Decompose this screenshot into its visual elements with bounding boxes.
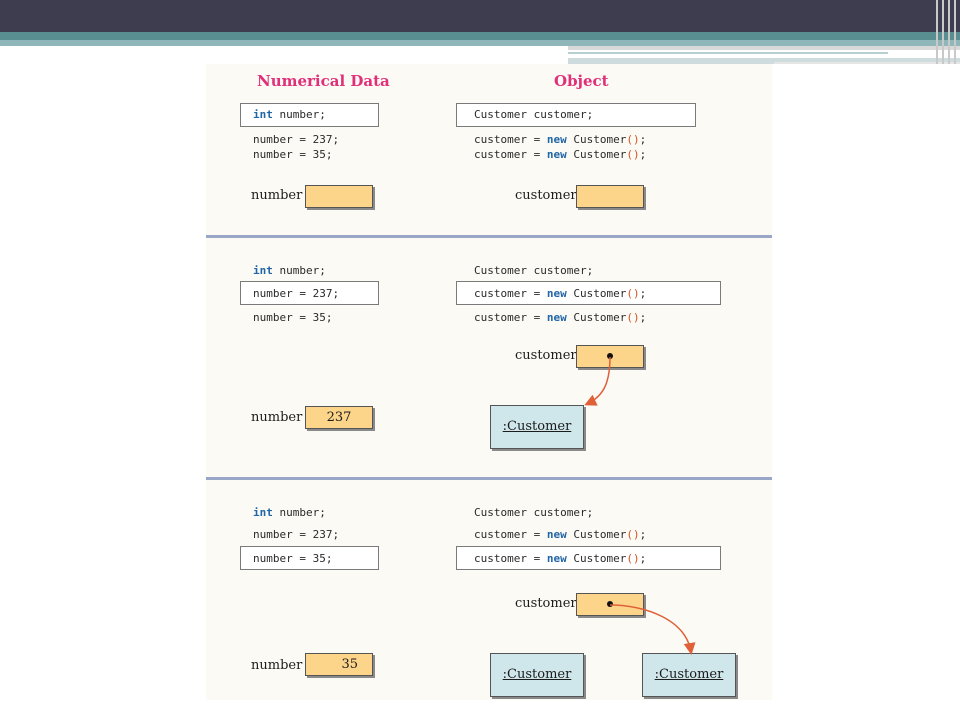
slide-title-bar — [0, 0, 960, 32]
number-variable-label: number — [251, 410, 303, 425]
code-line-int-declaration: int number; — [253, 264, 326, 277]
highlight-box — [240, 546, 379, 570]
code-line-customer-declaration: Customer customer; — [474, 264, 594, 277]
reference-arrows — [584, 356, 696, 655]
code-line-int-declaration: int number; — [253, 108, 326, 121]
highlight-box — [456, 103, 696, 127]
panel-divider — [206, 235, 772, 238]
code-line-new-customer-2: customer = new Customer(); — [474, 311, 647, 324]
code-line-assign-237: number = 237; — [253, 287, 340, 300]
customer-object: :Customer — [490, 405, 584, 449]
slide-corner-line — [936, 0, 938, 64]
code-line-new-customer-1: customer = new Customer(); — [474, 133, 647, 146]
number-variable-label: number — [251, 658, 303, 673]
customer-memory-cell — [576, 185, 644, 208]
highlight-box — [456, 281, 721, 305]
code-line-assign-35: number = 35; — [253, 148, 333, 161]
slide-accent-stripe — [568, 52, 888, 54]
highlight-box — [240, 103, 379, 127]
code-line-new-customer-2: customer = new Customer(); — [474, 148, 647, 161]
customer-variable-label: customer — [515, 348, 577, 363]
code-line-new-customer-2: customer = new Customer(); — [474, 552, 647, 565]
customer-variable-label: customer — [515, 596, 577, 611]
code-line-assign-35: number = 35; — [253, 311, 333, 324]
code-line-int-declaration: int number; — [253, 506, 326, 519]
customer-memory-cell — [576, 345, 644, 368]
keyword: int — [253, 108, 273, 121]
customer-variable-label: customer — [515, 188, 577, 203]
slide-accent-band-light — [0, 40, 960, 46]
reference-dot — [607, 601, 613, 607]
slide-corner-line — [948, 0, 950, 64]
slide-accent-stripe — [568, 58, 960, 64]
code-line-assign-237: number = 237; — [253, 133, 340, 146]
code-line-customer-declaration: Customer customer; — [474, 108, 594, 121]
reference-arrow — [609, 604, 696, 655]
slide-corner-line — [954, 0, 956, 64]
object-header: Object — [554, 72, 609, 90]
memory-diagram: Numerical Data Object int number; number… — [206, 64, 772, 700]
highlight-box — [456, 546, 721, 570]
slide-accent-stripe — [568, 46, 960, 50]
customer-object-new: :Customer — [642, 653, 736, 697]
panel-divider — [206, 477, 772, 480]
slide-accent-stripe — [774, 62, 960, 64]
code-line-assign-35: number = 35; — [253, 552, 333, 565]
reference-dot — [607, 353, 613, 359]
number-memory-cell: 35 — [305, 653, 373, 676]
reference-arrow — [584, 356, 611, 406]
slide-accent-band — [0, 32, 960, 40]
highlight-box — [240, 281, 379, 305]
numerical-data-header: Numerical Data — [257, 72, 390, 90]
number-memory-cell — [305, 185, 373, 208]
code-line-new-customer-1: customer = new Customer(); — [474, 528, 647, 541]
code-line-assign-237: number = 237; — [253, 528, 340, 541]
number-memory-cell: 237 — [305, 406, 373, 429]
code-line-new-customer-1: customer = new Customer(); — [474, 287, 647, 300]
number-variable-label: number — [251, 188, 303, 203]
slide-corner-line — [942, 0, 944, 64]
customer-object-old: :Customer — [490, 653, 584, 697]
code-line-customer-declaration: Customer customer; — [474, 506, 594, 519]
